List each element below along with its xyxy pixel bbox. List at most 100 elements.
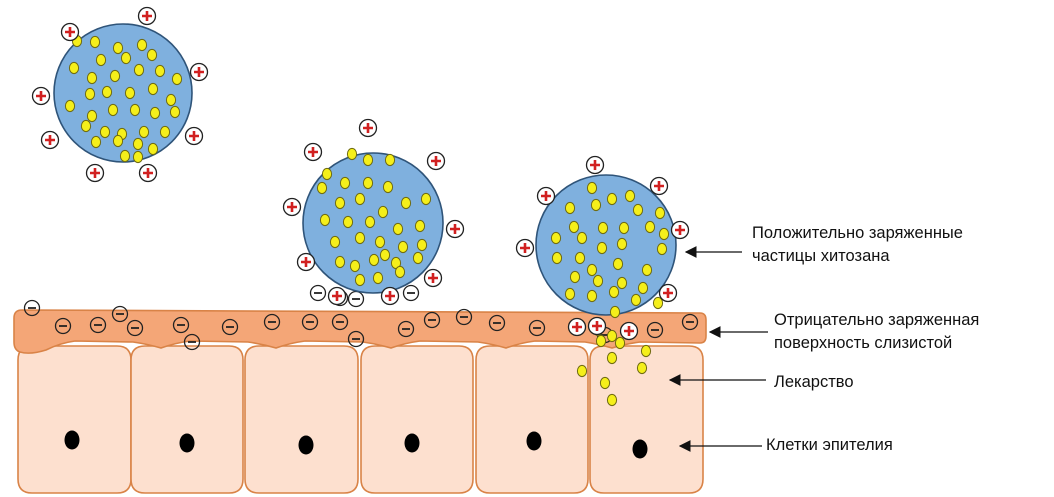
drug-dot bbox=[350, 260, 359, 271]
positive-charge-icon bbox=[87, 165, 104, 182]
drug-dot bbox=[633, 204, 642, 215]
positive-charge-icon bbox=[672, 222, 689, 239]
drug-dot bbox=[113, 42, 122, 53]
label-cells: Клетки эпителия bbox=[766, 434, 893, 457]
epithelial-cell bbox=[131, 346, 243, 493]
drug-dot bbox=[172, 73, 181, 84]
drug-dot bbox=[96, 54, 105, 65]
positive-charge-icon bbox=[621, 323, 638, 340]
drug-dot bbox=[81, 120, 90, 131]
label-particles: Положительно заряженные частицы хитозана bbox=[752, 222, 963, 268]
drug-dot bbox=[641, 345, 650, 356]
drug-dot bbox=[401, 197, 410, 208]
positive-charge-icon bbox=[139, 8, 156, 25]
drug-dot bbox=[610, 306, 619, 317]
drug-dot bbox=[385, 154, 394, 165]
drug-dot bbox=[365, 216, 374, 227]
drug-dot bbox=[355, 193, 364, 204]
drug-dot bbox=[166, 94, 175, 105]
drug-dot bbox=[607, 352, 616, 363]
positive-charge-icon bbox=[651, 178, 668, 195]
drug-dot bbox=[90, 36, 99, 47]
drug-dot bbox=[597, 242, 606, 253]
drug-dot bbox=[69, 62, 78, 73]
drug-dot bbox=[631, 294, 640, 305]
drug-dot bbox=[134, 64, 143, 75]
drug-dot bbox=[587, 290, 596, 301]
drug-dot bbox=[148, 83, 157, 94]
label-mucosa-line-2: поверхность слизистой bbox=[774, 332, 979, 355]
drug-dot bbox=[335, 197, 344, 208]
label-particles-line-1: Положительно заряженные bbox=[752, 222, 963, 245]
positive-charge-icon bbox=[660, 285, 677, 302]
positive-charge-icon bbox=[425, 270, 442, 287]
drug-dot bbox=[317, 182, 326, 193]
epithelial-cell bbox=[476, 346, 588, 493]
drug-dot bbox=[91, 136, 100, 147]
drug-dot bbox=[570, 271, 579, 282]
positive-charge-icon bbox=[569, 319, 586, 336]
drug-dot bbox=[100, 126, 109, 137]
cell-nucleus bbox=[65, 431, 80, 450]
positive-charge-icon bbox=[140, 165, 157, 182]
positive-charge-icon bbox=[589, 318, 606, 335]
positive-charge-icon bbox=[447, 221, 464, 238]
drug-dot bbox=[393, 223, 402, 234]
drug-dot bbox=[322, 168, 331, 179]
drug-dot bbox=[657, 243, 666, 254]
chitosan-particle bbox=[33, 8, 208, 182]
cell-nucleus bbox=[527, 432, 542, 451]
drug-dot bbox=[577, 365, 586, 376]
drug-dot bbox=[87, 110, 96, 121]
drug-dot bbox=[87, 72, 96, 83]
drug-dot bbox=[421, 193, 430, 204]
drug-dot bbox=[615, 337, 624, 348]
drug-dot bbox=[378, 206, 387, 217]
cell-nucleus bbox=[633, 440, 648, 459]
label-mucosa: Отрицательно заряженная поверхность слиз… bbox=[774, 309, 979, 355]
drug-dot bbox=[617, 238, 626, 249]
drug-dot bbox=[150, 107, 159, 118]
positive-charge-icon bbox=[428, 153, 445, 170]
drug-dot bbox=[577, 232, 586, 243]
drug-dot bbox=[363, 154, 372, 165]
drug-dot bbox=[395, 266, 404, 277]
drug-dot bbox=[139, 126, 148, 137]
drug-dot bbox=[355, 232, 364, 243]
drug-dot bbox=[645, 221, 654, 232]
drug-dot bbox=[148, 143, 157, 154]
chitosan-particle bbox=[284, 120, 464, 305]
drug-dot bbox=[613, 258, 622, 269]
drug-dot bbox=[596, 335, 605, 346]
drug-dot bbox=[120, 150, 129, 161]
cell-nucleus bbox=[405, 434, 420, 453]
drug-dot bbox=[102, 86, 111, 97]
drug-dot bbox=[569, 221, 578, 232]
drug-dot bbox=[575, 252, 584, 263]
positive-charge-icon bbox=[42, 132, 59, 149]
positive-charge-icon bbox=[382, 288, 399, 305]
drug-dot bbox=[607, 394, 616, 405]
positive-charge-icon bbox=[298, 254, 315, 271]
drug-dot bbox=[347, 148, 356, 159]
chitosan-particles bbox=[33, 8, 689, 340]
drug-dot bbox=[330, 236, 339, 247]
drug-dot bbox=[598, 222, 607, 233]
label-drug-line-1: Лекарство bbox=[774, 371, 854, 394]
drug-dot bbox=[110, 70, 119, 81]
negative-charge-icon bbox=[349, 292, 364, 307]
drug-dot bbox=[130, 104, 139, 115]
drug-dot bbox=[343, 216, 352, 227]
negative-charge-icon bbox=[311, 286, 326, 301]
drug-dot bbox=[373, 272, 382, 283]
drug-dot bbox=[655, 207, 664, 218]
drug-dot bbox=[565, 202, 574, 213]
drug-dot bbox=[85, 88, 94, 99]
drug-dot bbox=[593, 275, 602, 286]
drug-dot bbox=[591, 199, 600, 210]
drug-dot bbox=[619, 222, 628, 233]
drug-dot bbox=[380, 249, 389, 260]
drug-dot bbox=[417, 239, 426, 250]
negative-charge-icon bbox=[404, 286, 419, 301]
drug-dot bbox=[320, 214, 329, 225]
